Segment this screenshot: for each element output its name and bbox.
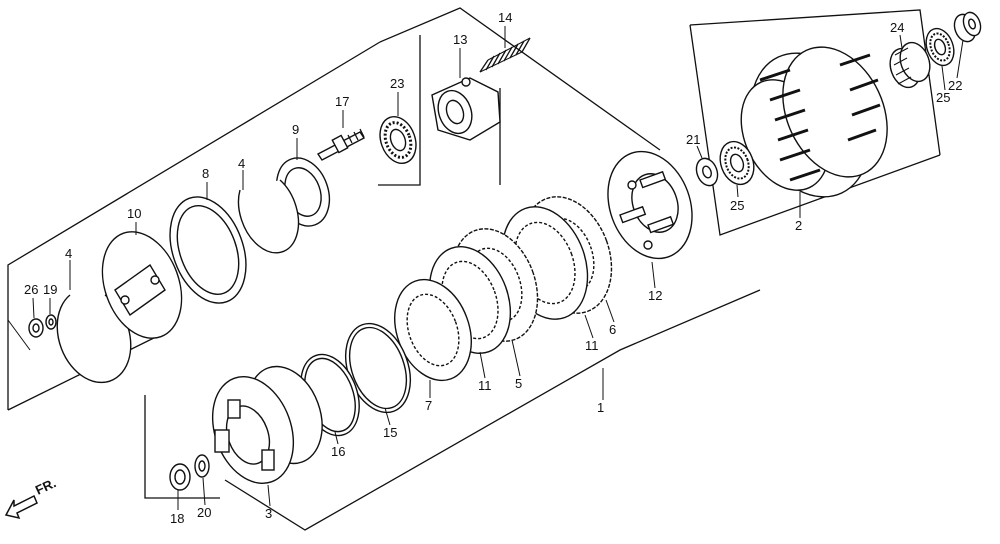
callout-5: 5 [515, 376, 522, 391]
callout-1: 1 [597, 400, 604, 415]
callout-20: 20 [197, 505, 211, 520]
part-12-pressure-plate [607, 150, 693, 260]
group-boundary-lines [7, 7, 941, 531]
callout-22: 22 [948, 78, 962, 93]
callout-7: 7 [425, 398, 432, 413]
callout-labels: 1 2 3 4 4 5 6 7 8 9 10 11 11 12 13 14 15… [24, 10, 962, 526]
front-label: FR. [33, 475, 58, 497]
part-13-lifter-housing [431, 77, 501, 141]
callout-3: 3 [265, 506, 272, 521]
callout-11-lower: 11 [478, 378, 492, 393]
callout-17: 17 [335, 94, 349, 109]
part-7-clutch-plate [394, 278, 472, 382]
part-22-bushing [953, 11, 982, 43]
callout-13: 13 [453, 32, 467, 47]
callout-14: 14 [498, 10, 512, 25]
part-18-lock-nut [169, 463, 191, 491]
leader-lines [32, 26, 964, 510]
callout-21: 21 [686, 132, 700, 147]
part-25-thrust-bearing-upper [925, 27, 955, 67]
callout-15: 15 [383, 425, 397, 440]
part-8-spring-plate [169, 196, 247, 304]
part-3-clutch-hub [211, 365, 323, 484]
callout-23: 23 [390, 76, 404, 91]
part-26-nut [28, 318, 44, 338]
callout-12: 12 [648, 288, 662, 303]
callout-4-lower: 4 [65, 246, 72, 261]
part-25-thrust-bearing-lower [719, 140, 755, 186]
part-24-needle-bearing [889, 41, 931, 89]
callout-16: 16 [331, 444, 345, 459]
front-direction-indicator: FR. [4, 475, 58, 520]
callout-18: 18 [170, 511, 184, 526]
part-20-washer [194, 454, 210, 478]
callout-24: 24 [890, 20, 904, 35]
callout-10: 10 [127, 206, 141, 221]
callout-26: 26 [24, 282, 38, 297]
callout-25-upper: 25 [936, 90, 950, 105]
callout-9: 9 [292, 122, 299, 137]
part-2-clutch-drum [740, 46, 888, 198]
callout-19: 19 [43, 282, 57, 297]
callout-11-upper: 11 [585, 338, 599, 353]
part-19-washer [45, 314, 57, 330]
callout-4-upper: 4 [238, 156, 245, 171]
callout-6: 6 [609, 322, 616, 337]
part-4-snap-ring-upper [237, 179, 300, 254]
part-14-spring [479, 37, 531, 73]
part-10-damper-plate [101, 231, 183, 339]
part-17-lifter-rod [316, 128, 366, 161]
part-15-o-ring [345, 322, 411, 414]
callout-2: 2 [795, 218, 802, 233]
part-23-ball-bearing [379, 116, 417, 164]
callout-8: 8 [202, 166, 209, 181]
front-arrow-icon [4, 494, 38, 520]
part-21-washer [695, 157, 719, 187]
callout-25-lower: 25 [730, 198, 744, 213]
